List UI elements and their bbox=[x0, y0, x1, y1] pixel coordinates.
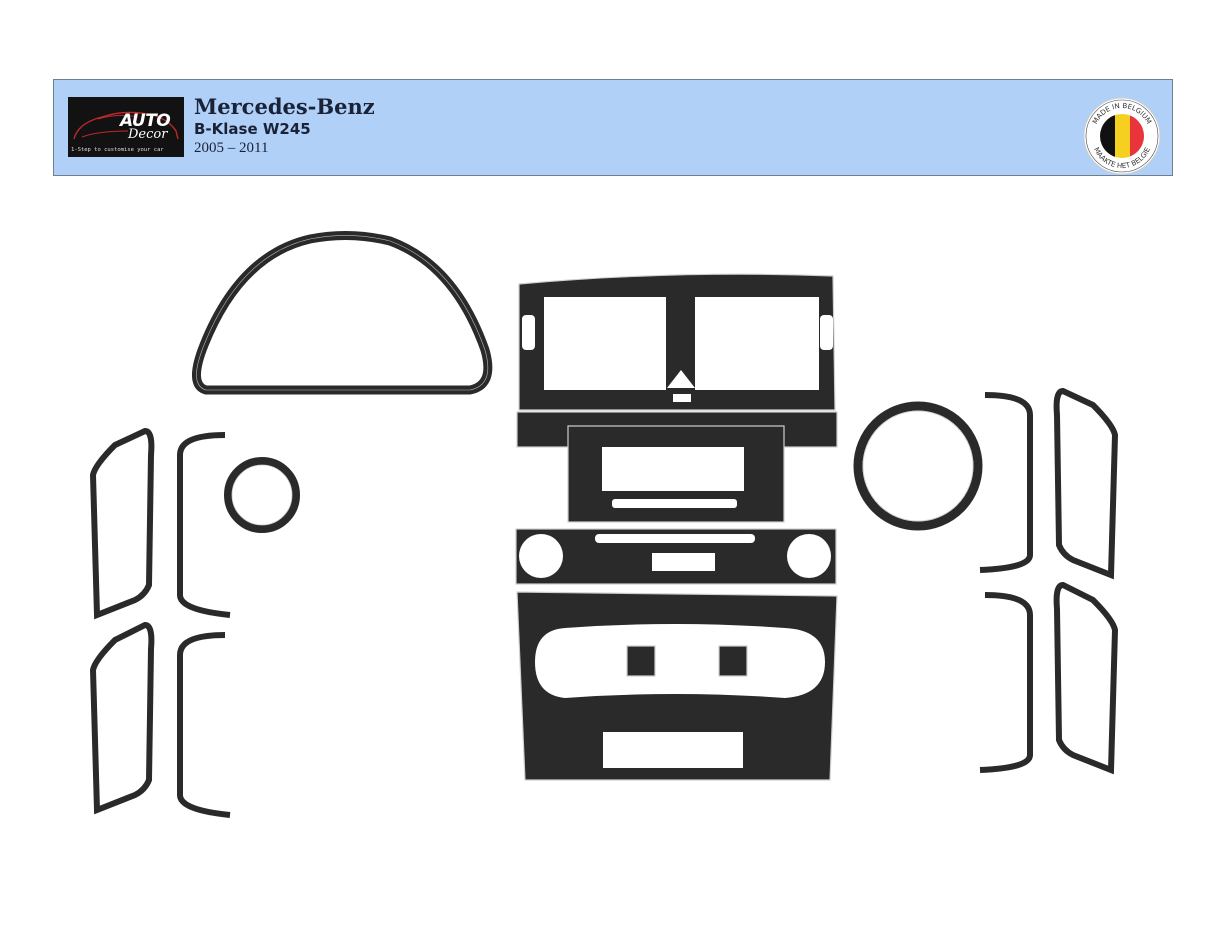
left-round-vent-ring bbox=[224, 457, 300, 533]
left-upper-handle-trim bbox=[89, 427, 231, 620]
logo-word-auto: AUTO bbox=[120, 111, 171, 131]
right-door-handle-trims bbox=[979, 387, 1119, 775]
instrument-cluster-ring bbox=[192, 230, 493, 395]
right-round-vent-ring bbox=[853, 401, 983, 531]
model-title: B-Klase W245 bbox=[194, 120, 311, 138]
left-lower-handle-trim bbox=[89, 621, 231, 818]
climate-upper-panel bbox=[515, 528, 837, 585]
logo-word-decor: Decor bbox=[128, 127, 168, 142]
right-upper-handle-trim bbox=[979, 387, 1119, 580]
climate-lower-panel bbox=[516, 591, 838, 781]
made-in-belgium-badge: MADE IN BELGIUM MAAKTE HET BELGIE bbox=[1083, 97, 1161, 175]
right-lower-handle-trim bbox=[979, 581, 1119, 775]
center-vent-panel bbox=[516, 273, 838, 448]
auto-decor-logo: AUTO Decor 1-Step to customise your car bbox=[68, 97, 184, 157]
logo-tagline: 1-Step to customise your car bbox=[71, 147, 164, 153]
brand-title: Mercedes-Benz bbox=[194, 94, 375, 119]
left-door-handle-trims bbox=[89, 427, 231, 818]
years-range: 2005 – 2011 bbox=[194, 140, 269, 156]
radio-frame bbox=[567, 425, 785, 523]
car-outline-icon bbox=[73, 111, 179, 140]
header-banner: AUTO Decor 1-Step to customise your car … bbox=[53, 79, 1173, 176]
